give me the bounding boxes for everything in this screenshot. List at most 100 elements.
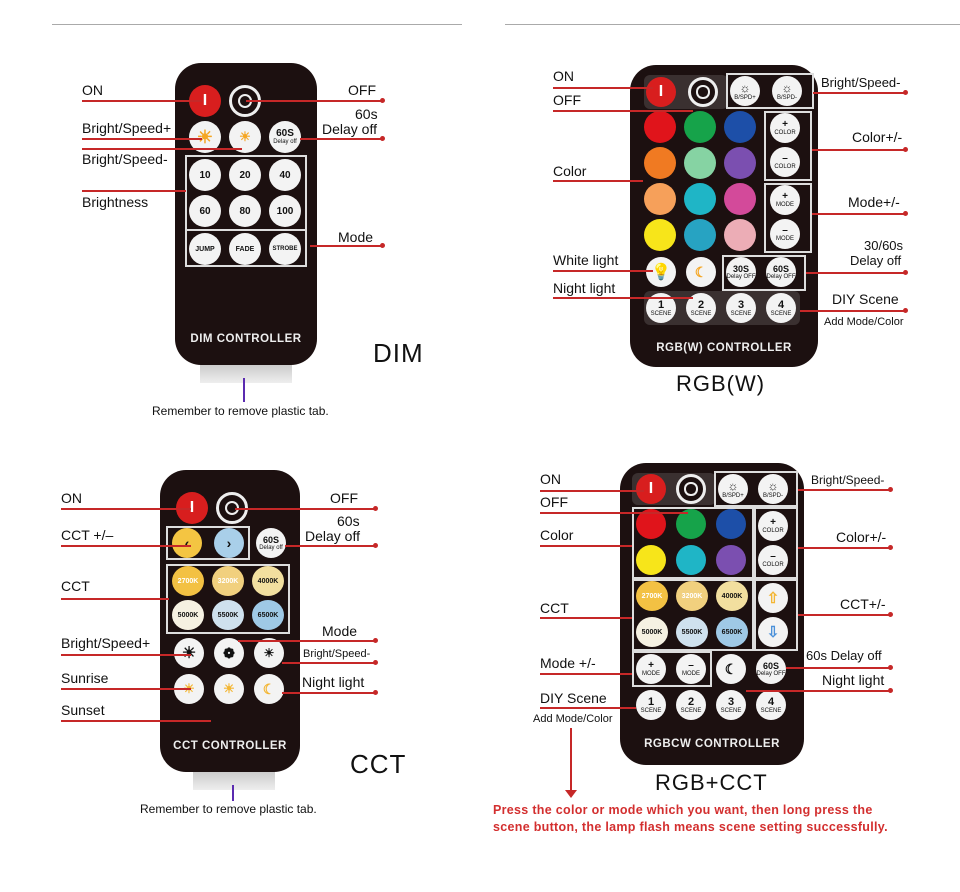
dim-b60-button[interactable]: 60: [189, 195, 221, 227]
rgbw-mode-plus-button[interactable]: + MODE: [770, 185, 800, 215]
cct-minus-button[interactable]: ‹: [172, 528, 202, 558]
cct-plus-button[interactable]: ›: [214, 528, 244, 558]
dim-b100-button[interactable]: 100: [269, 195, 301, 227]
rgbw-d60-button[interactable]: 60S Delay OFF: [766, 257, 796, 287]
rgbcct-color-minus-button[interactable]: – COLOR: [758, 545, 788, 575]
dim-b80-button[interactable]: 80: [229, 195, 261, 227]
dim-fade-button[interactable]: FADE: [229, 233, 261, 265]
color-button[interactable]: [724, 147, 756, 179]
cct-bsp-button[interactable]: ☀: [174, 638, 204, 668]
rgbcct-color-grid: [636, 509, 752, 579]
cct-delay-label: 60S: [262, 534, 279, 545]
rgbw-on-button[interactable]: I: [646, 77, 676, 107]
dim-bright-minus-button[interactable]: ☀: [229, 121, 261, 153]
rgbcct-cct-plus-button[interactable]: ⇧: [758, 583, 788, 613]
rgbw-white-button[interactable]: 💡: [646, 257, 676, 287]
dim-delay-button[interactable]: 60S Delay off: [269, 121, 301, 153]
cct-delay-button[interactable]: 60S Delay off: [256, 528, 286, 558]
dim-strobe-button[interactable]: STROBE: [269, 233, 301, 265]
color-button[interactable]: [724, 111, 756, 143]
color-button[interactable]: [636, 509, 666, 539]
color-button[interactable]: [684, 147, 716, 179]
cct-6500-button[interactable]: 6500K: [252, 600, 284, 630]
dim-delay-label: 60S: [276, 128, 294, 139]
rgbw-delay-box: [722, 255, 806, 291]
rgbw-night-button[interactable]: ☾: [686, 257, 716, 287]
rgbw-bsp-button[interactable]: ☼ B/SPD+: [730, 76, 760, 106]
rgbcct-night-button[interactable]: ☾: [716, 654, 746, 684]
rgbw-color-plus-button[interactable]: + COLOR: [770, 113, 800, 143]
rgbcct-6500-button[interactable]: 6500K: [716, 617, 748, 647]
color-button[interactable]: [724, 183, 756, 215]
instruction-line-1: Press the color or mode which you want, …: [493, 803, 873, 817]
cct-2700-button[interactable]: 2700K: [172, 566, 204, 596]
dim-b20-button[interactable]: 20: [229, 159, 261, 191]
rgbcct-off-button[interactable]: [676, 474, 706, 504]
cct-dot: [373, 506, 378, 511]
color-button[interactable]: [676, 509, 706, 539]
cct-sunrise-label: Sunrise: [61, 670, 109, 686]
dim-b10-button[interactable]: 10: [189, 159, 221, 191]
rgbw-mode-minus-label: MODE: [776, 236, 794, 242]
rgbcct-mode-plus-label: MODE: [642, 671, 660, 677]
rgbw-diy-label: DIY Scene: [832, 291, 899, 307]
cct-line: [61, 654, 191, 656]
cct-4000-button[interactable]: 4000K: [252, 566, 284, 596]
dim-jump-button[interactable]: JUMP: [189, 233, 221, 265]
rgbcct-mode-minus-button[interactable]: – MODE: [676, 654, 706, 684]
color-button[interactable]: [684, 111, 716, 143]
cct-delay-label-a: 60s: [337, 513, 360, 529]
rgbw-d30-button[interactable]: 30S Delay OFF: [726, 257, 756, 287]
rgbcct-5500-button[interactable]: 5500K: [676, 617, 708, 647]
cct-5000-button[interactable]: 5000K: [172, 600, 204, 630]
rgbw-mode-minus-button[interactable]: – MODE: [770, 219, 800, 249]
cct-night-button[interactable]: ☾: [254, 674, 284, 704]
color-button[interactable]: [716, 509, 746, 539]
rgbw-off-button[interactable]: [688, 77, 718, 107]
dim-off-label: OFF: [348, 82, 376, 98]
rgbcct-bsm-button[interactable]: ☼ B/SPD-: [758, 474, 788, 504]
color-button[interactable]: [644, 219, 676, 251]
color-button[interactable]: [684, 219, 716, 251]
dim-b40-button[interactable]: 40: [269, 159, 301, 191]
cct-sunset-button[interactable]: ☀: [214, 674, 244, 704]
rgbcct-5000-button[interactable]: 5000K: [636, 617, 668, 647]
cct-off-button[interactable]: [216, 492, 248, 524]
rgbcct-mode-plus-button[interactable]: + MODE: [636, 654, 666, 684]
color-button[interactable]: [636, 545, 666, 575]
rgbw-color-minus-button[interactable]: – COLOR: [770, 147, 800, 177]
rgbcct-on-button[interactable]: I: [636, 474, 666, 504]
dim-bsp-label: Bright/Speed+: [82, 120, 172, 136]
rgbcct-3200-button[interactable]: 3200K: [676, 581, 708, 611]
cct-title: CCT: [350, 749, 407, 779]
dim-bright-plus-button[interactable]: ☀: [189, 121, 221, 153]
rgbcct-d60-button[interactable]: 60S Delay OFF: [756, 654, 786, 684]
cct-bsm-button[interactable]: ☀: [254, 638, 284, 668]
rgbcct-4000-button[interactable]: 4000K: [716, 581, 748, 611]
color-button[interactable]: [684, 183, 716, 215]
color-button[interactable]: [644, 183, 676, 215]
cct-line: [61, 508, 191, 510]
rgbcct-2700-button[interactable]: 2700K: [636, 581, 668, 611]
rgbw-bsp-icon: ☼: [739, 80, 751, 95]
color-button[interactable]: [676, 545, 706, 575]
color-button[interactable]: [716, 545, 746, 575]
cct-mode-button[interactable]: ❁: [214, 638, 244, 668]
cct-3200-button[interactable]: 3200K: [212, 566, 244, 596]
cct-5500-button[interactable]: 5500K: [212, 600, 244, 630]
color-button[interactable]: [644, 147, 676, 179]
rgbcct-minus-icon: –: [688, 660, 694, 671]
rgbw-bsm-button[interactable]: ☼ B/SPD-: [772, 76, 802, 106]
color-button[interactable]: [724, 219, 756, 251]
rgbcct-bsp-button[interactable]: ☼ B/SPD+: [718, 474, 748, 504]
rgbcct-addmode-label: Add Mode/Color: [533, 713, 613, 725]
rgbcct-cct-minus-button[interactable]: ⇩: [758, 617, 788, 647]
color-button[interactable]: [644, 111, 676, 143]
rgbcct-color-plus-button[interactable]: + COLOR: [758, 511, 788, 541]
